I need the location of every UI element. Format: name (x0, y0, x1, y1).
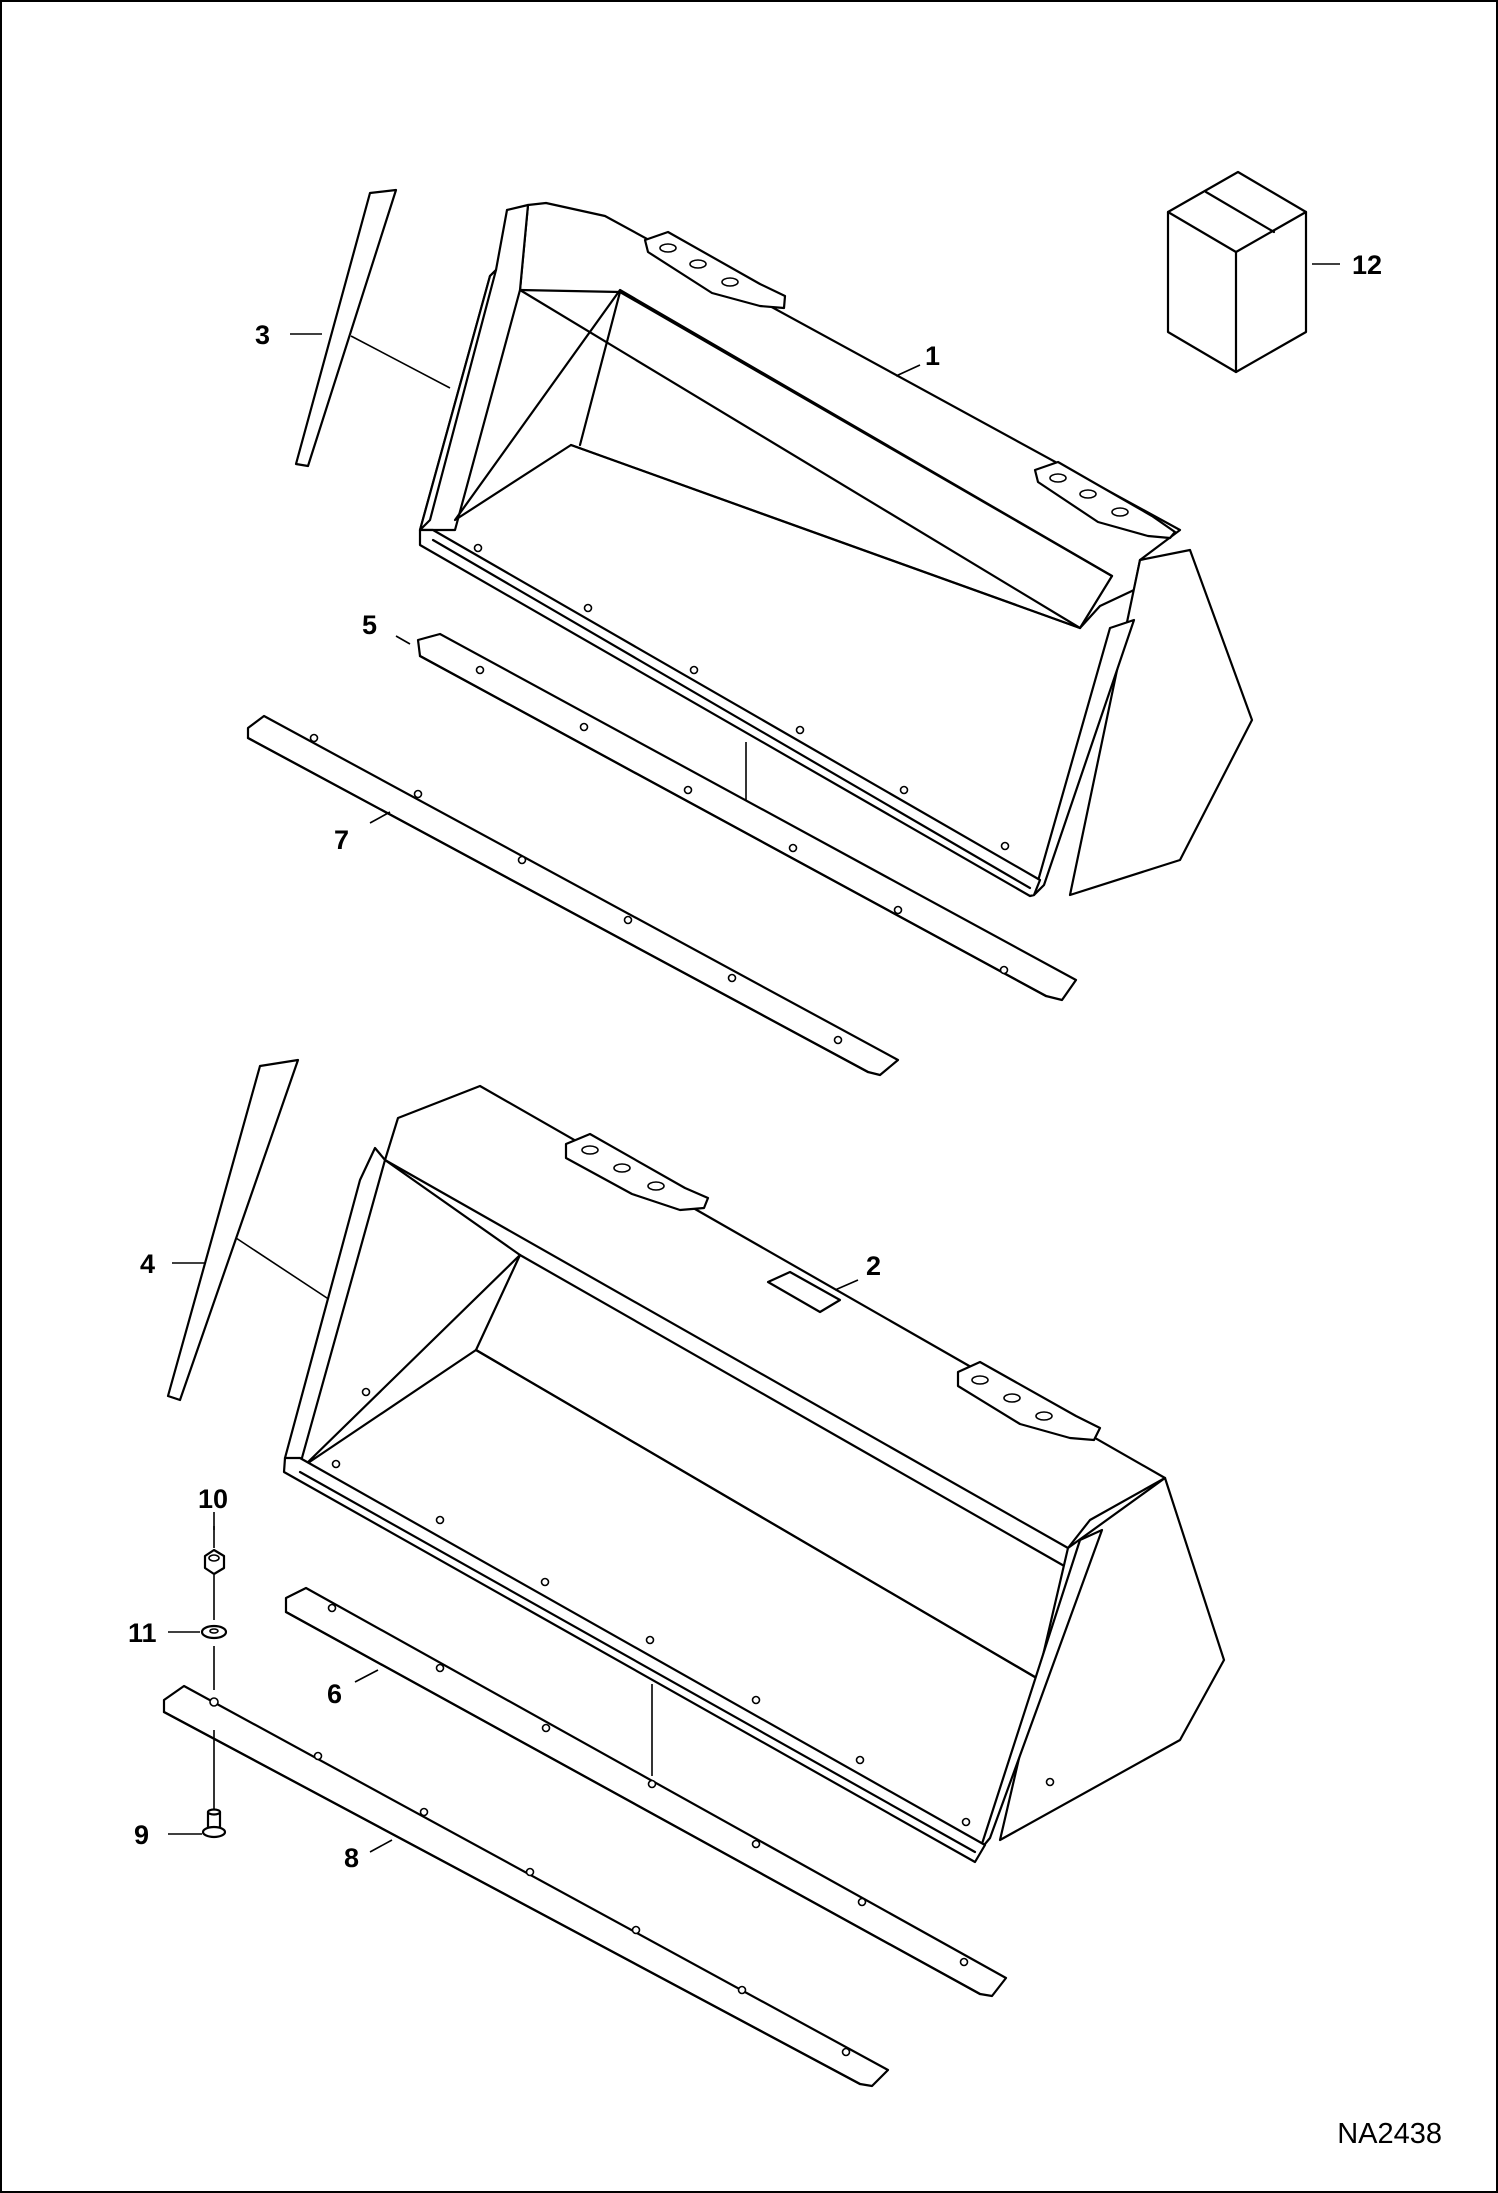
callout-10: 10 (198, 1484, 229, 1514)
callout-2: 2 (866, 1251, 882, 1281)
callout-6: 6 (327, 1679, 343, 1709)
edge-item-8 (162, 1684, 890, 2088)
drawing-number: NA2438 (1337, 2118, 1442, 2150)
callout-1: 1 (925, 341, 941, 371)
side-plate-item-4 (166, 1058, 331, 1402)
bucket-item-1 (418, 201, 1254, 898)
callout-12: 12 (1352, 250, 1383, 280)
fastener-stack (168, 1512, 228, 1839)
callout-11: 11 (128, 1618, 157, 1648)
box-item-12 (1166, 170, 1340, 374)
callout-8: 8 (344, 1843, 360, 1873)
bolt-item-9 (168, 1808, 227, 1839)
edge-item-7 (246, 714, 900, 1077)
callout-7: 7 (334, 825, 350, 855)
callout-4: 4 (140, 1249, 156, 1279)
callout-5: 5 (362, 610, 378, 640)
side-plate-item-3 (290, 188, 451, 468)
nut-item-10 (203, 1512, 226, 1576)
bucket-item-2 (282, 1084, 1226, 1864)
callout-9: 9 (134, 1820, 150, 1850)
callout-3: 3 (255, 320, 271, 350)
edge-item-6 (284, 1586, 1008, 1998)
washer-item-11 (168, 1624, 228, 1640)
edge-item-5 (395, 632, 1078, 1002)
